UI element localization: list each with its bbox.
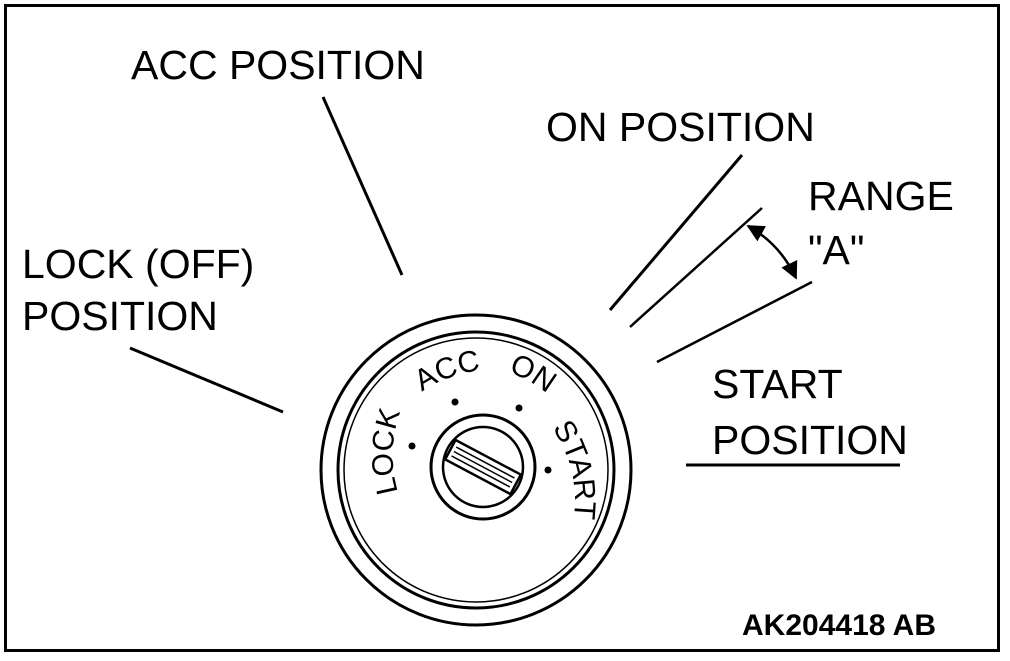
range-label-line2: "A"	[808, 227, 865, 273]
start-label-line2: POSITION	[712, 417, 908, 463]
range-upper-line	[629, 207, 763, 328]
start-dot	[544, 466, 552, 474]
on-dot	[515, 404, 523, 412]
range-lower-line	[656, 280, 813, 364]
on-leader-line	[608, 154, 744, 311]
lock-label-line1: LOCK (OFF)	[22, 241, 255, 287]
range-arc-arrow	[746, 224, 798, 280]
on-position-label: ON POSITION	[546, 104, 815, 150]
lock-dot	[408, 442, 416, 450]
lock-label-line2: POSITION	[22, 293, 218, 339]
acc-position-label: ACC POSITION	[131, 42, 425, 88]
lock-leader-line	[129, 346, 284, 414]
start-label-line1: START	[712, 361, 843, 407]
range-label-line1: RANGE	[808, 173, 954, 219]
acc-dot	[451, 398, 459, 406]
figure-id: AK204418 AB	[742, 609, 936, 642]
key-slot	[443, 438, 523, 496]
acc-leader-line	[321, 96, 404, 276]
